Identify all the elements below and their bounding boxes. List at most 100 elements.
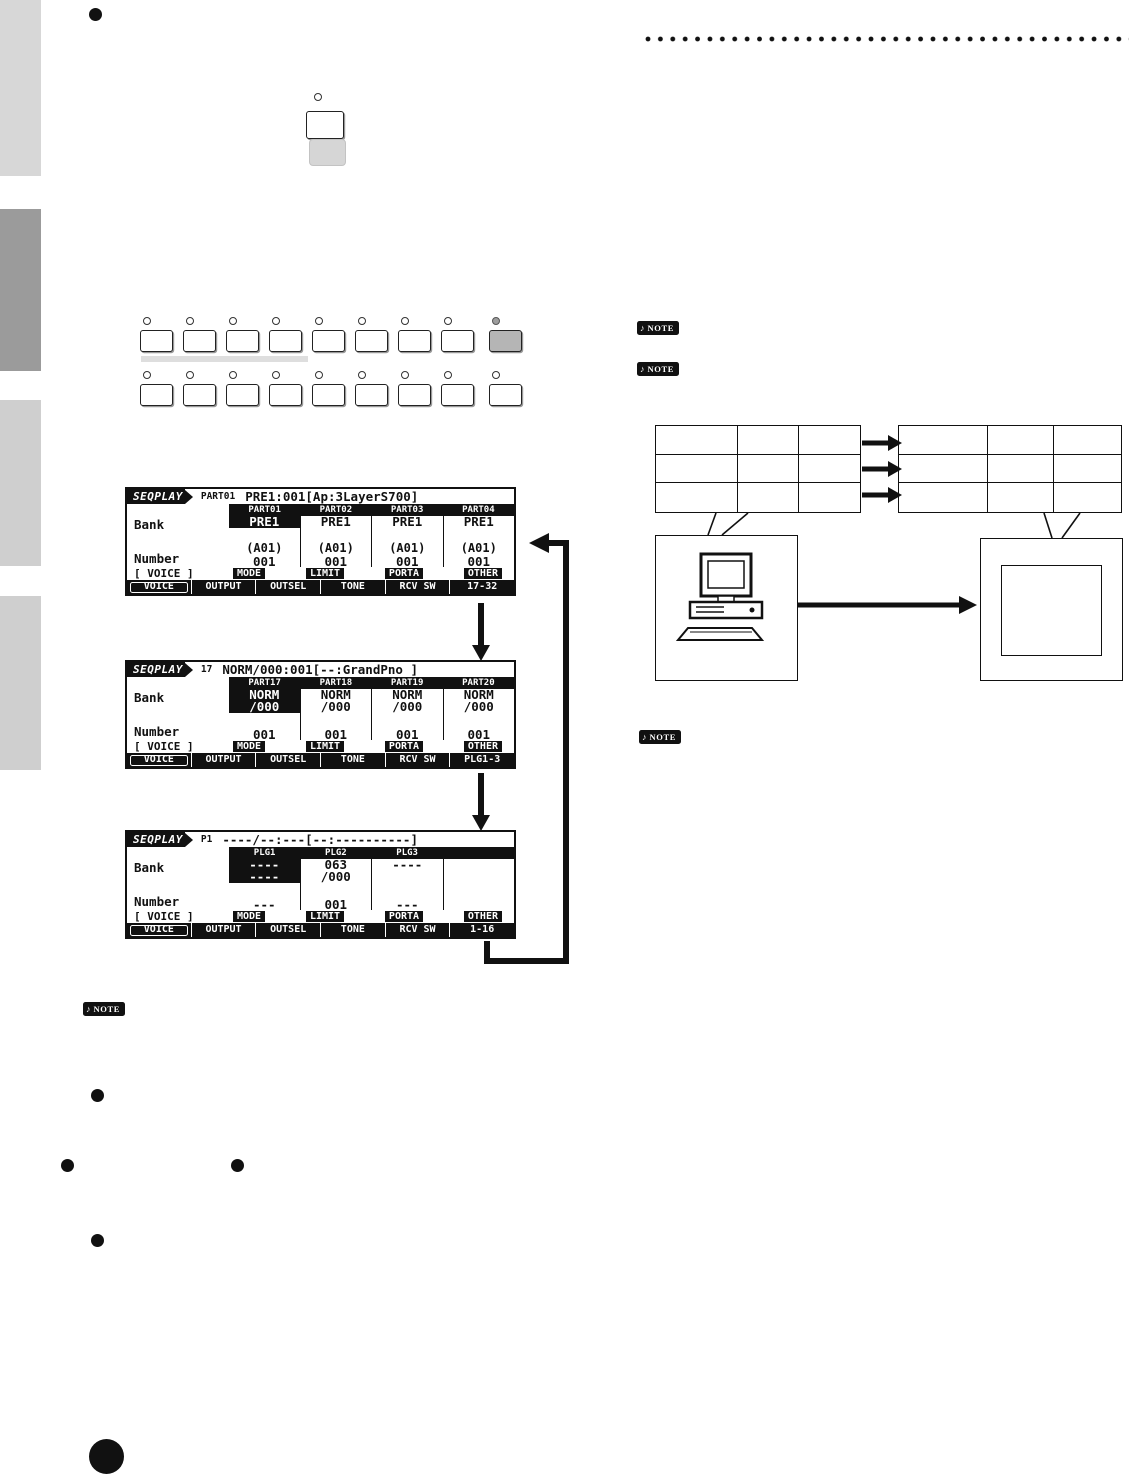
bank-row-label: Bank	[134, 860, 165, 875]
col-header: PLG1	[253, 848, 276, 858]
lcd-row-labels: Bank Number	[127, 689, 229, 740]
menu-chip-other: OTHER	[463, 568, 502, 579]
number-value: 001	[324, 897, 348, 912]
note-icon: ♪ NOTE	[637, 321, 679, 335]
col-header: PART17	[248, 678, 281, 688]
col-header: PART19	[390, 678, 424, 688]
computer-icon	[675, 552, 765, 641]
table-cell	[656, 426, 738, 455]
page-number-dot	[89, 1439, 124, 1474]
bank-sub-value	[372, 885, 443, 897]
knob-menu-chips: MODE LIMIT PORTA OTHER	[229, 911, 514, 922]
panel-button	[183, 384, 216, 406]
tab-jump: 17-32	[449, 580, 514, 594]
lcd-tab-bar: VOICE OUTPUT OUTSEL TONE RCV SW PLG1-3	[127, 753, 514, 767]
menu-chip-limit: LIMIT	[305, 741, 345, 752]
panel-button	[269, 384, 302, 406]
bank-value-selected: ----	[229, 870, 300, 883]
tab-voice: VOICE	[127, 580, 191, 594]
part-column: NORM /000 001	[229, 688, 300, 741]
section-bullet-3	[61, 1159, 74, 1172]
panel-button	[226, 384, 259, 406]
tab-tone: TONE	[320, 580, 385, 594]
button-led	[143, 371, 151, 379]
lcd-tab-bar: VOICE OUTPUT OUTSEL TONE RCV SW 1-16	[127, 923, 514, 937]
tab-tone: TONE	[320, 753, 385, 767]
button-led	[492, 317, 500, 325]
panel-button	[140, 330, 173, 352]
bank-sub-value	[301, 885, 372, 897]
menu-chip-mode: MODE	[233, 568, 266, 579]
panel-button-group	[355, 371, 389, 406]
callout-table-right	[1043, 512, 1053, 539]
col-header	[443, 847, 514, 859]
tab-rcvsw: RCV SW	[384, 923, 450, 937]
menu-chip-other: OTHER	[463, 741, 502, 752]
panel-button-group	[140, 317, 174, 352]
lcd-mode-badge: SEQPLAY	[127, 489, 185, 504]
bank-sub-value	[372, 715, 443, 727]
part-column: PRE1 (A01) 001	[229, 515, 300, 568]
lcd-body: Bank Number NORM /000 001 NORM /000 001 …	[127, 687, 515, 742]
number-row-label: Number	[134, 724, 180, 739]
panel-button	[312, 384, 345, 406]
bank-sub-value	[444, 715, 515, 727]
lcd-part-indicator: P1	[200, 834, 213, 845]
button-led	[186, 317, 194, 325]
lcd-knob-menu: [ VOICE ] MODE LIMIT PORTA OTHER	[127, 910, 514, 923]
lcd-screen-parts-1-16: SEQPLAY PART01 PRE1:001[Ap:3LayerS700] P…	[125, 487, 516, 596]
col-header: PART01	[248, 505, 281, 515]
col-header: PART04	[462, 505, 495, 515]
table-cell	[1054, 455, 1121, 484]
eighth-note-icon: ♪	[640, 323, 645, 333]
triangle-icon	[184, 832, 193, 847]
bank-sub-value: (A01)	[317, 541, 354, 555]
panel-button-group	[441, 371, 475, 406]
lcd-mode-badge: SEQPLAY	[127, 662, 185, 677]
tab-outsel: OUTSEL	[255, 753, 320, 767]
button-led	[315, 317, 323, 325]
panel-button-row-2	[140, 371, 540, 417]
knob-menu-label: [ VOICE ]	[134, 910, 194, 923]
table-cell	[899, 426, 988, 455]
number-value: 001	[324, 727, 348, 742]
panel-button	[489, 330, 522, 352]
lcd-header: SEQPLAY 17 NORM/000:001[--:GrandPno ]	[127, 662, 514, 677]
knob-menu-label: [ VOICE ]	[134, 567, 194, 580]
knob-menu-label: [ VOICE ]	[134, 740, 194, 753]
number-row-label: Number	[134, 551, 180, 566]
bank-value: /000	[320, 869, 351, 884]
lcd-part-indicator: PART01	[200, 491, 236, 502]
callout-table-left	[721, 512, 749, 536]
category-button-ghost	[309, 139, 346, 166]
button-led	[315, 371, 323, 379]
menu-chip-other: OTHER	[463, 911, 502, 922]
bank-value: NORM	[320, 687, 351, 702]
margin-tab-3	[0, 400, 41, 566]
panel-button-group	[183, 371, 217, 406]
lcd-body: Bank Number PRE1 (A01) 001 PRE1 (A01) 00…	[127, 515, 514, 569]
table-cell	[899, 454, 988, 484]
button-led	[358, 317, 366, 325]
menu-chip-limit: LIMIT	[305, 568, 345, 579]
bank-row-label: Bank	[134, 690, 165, 705]
panel-button-group	[489, 371, 523, 406]
note-icon: ♪ NOTE	[639, 730, 681, 744]
number-value: 001	[395, 554, 419, 569]
number-value: 001	[467, 554, 491, 569]
callout-table-right	[1061, 512, 1081, 539]
panel-button-group	[355, 317, 389, 352]
table-cell	[737, 426, 799, 455]
margin-tab-4	[0, 596, 41, 770]
lcd-tab-bar: VOICE OUTPUT OUTSEL TONE RCV SW 17-32	[127, 580, 514, 594]
bank-value-selected: ----	[229, 858, 300, 871]
lcd-column-headers: PLG1 PLG2 PLG3	[229, 847, 514, 859]
col-header: PART02	[319, 505, 353, 515]
bank-sub-value: (A01)	[460, 541, 497, 555]
table-cell	[798, 455, 860, 484]
eighth-note-icon: ♪	[642, 732, 647, 742]
bank-value-selected: PRE1	[229, 515, 300, 528]
part-column: 063 /000 001	[299, 858, 372, 912]
tab-voice: VOICE	[127, 753, 191, 767]
part-column: PRE1 (A01) 001	[371, 515, 443, 569]
